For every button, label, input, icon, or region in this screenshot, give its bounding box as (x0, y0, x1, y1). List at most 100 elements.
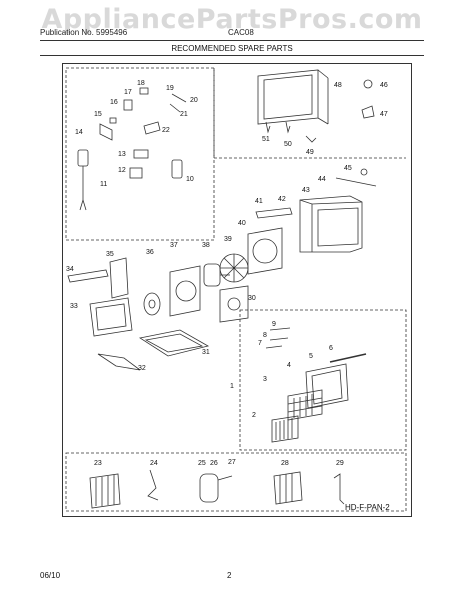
callout-6: 6 (329, 345, 333, 352)
callout-15: 15 (94, 111, 102, 118)
filter-frame-part (271, 415, 299, 443)
callout-26: 26 (210, 460, 218, 467)
header-rule (40, 40, 424, 41)
clip-part (265, 121, 271, 134)
callout-labels: 1 2 3 4 5 6 7 8 9 10 11 12 13 14 15 16 1… (66, 80, 388, 467)
page-number: 2 (227, 571, 232, 580)
front-panel-section-box (239, 309, 407, 451)
callout-13: 13 (118, 151, 126, 158)
sensor-wire-part (147, 469, 159, 501)
callout-14: 14 (75, 129, 83, 136)
callout-7: 7 (258, 340, 262, 347)
base-pan-part (138, 329, 210, 357)
callout-28: 28 (281, 460, 289, 467)
callout-12: 12 (118, 167, 126, 174)
callout-17: 17 (124, 89, 132, 96)
clip-part (285, 121, 291, 134)
air-filter-part (287, 389, 323, 421)
callout-32: 32 (138, 365, 146, 372)
fan-shroud-part (247, 227, 283, 275)
remote-part (171, 159, 183, 179)
cabinet-part (299, 195, 363, 253)
evaporator-part (219, 285, 249, 323)
fastener-part (360, 168, 368, 176)
callout-4: 4 (287, 362, 291, 369)
rail-part (335, 177, 377, 187)
side-rail-part (67, 269, 109, 283)
callout-50: 50 (284, 141, 292, 148)
callout-18: 18 (137, 80, 145, 87)
fan-motor-part (203, 263, 230, 287)
callout-20: 20 (190, 97, 198, 104)
knob-part (363, 79, 373, 89)
blower-pulley-part (143, 292, 161, 316)
publication-number: Publication No. 5995496 (40, 28, 128, 37)
callout-43: 43 (302, 187, 310, 194)
callout-49: 49 (306, 149, 314, 156)
model-number: CAC08 (228, 28, 254, 37)
callout-3: 3 (263, 376, 267, 383)
diagram-code: HD-F-PAN-2 (345, 503, 390, 512)
louver-part (361, 105, 375, 119)
clip-part (305, 135, 317, 143)
callout-51: 51 (262, 136, 270, 143)
callout-22: 22 (162, 127, 170, 134)
callout-21: 21 (180, 111, 188, 118)
screw-part (269, 337, 289, 341)
callout-5: 5 (309, 353, 313, 360)
header-rule-bottom (40, 55, 424, 56)
trim-strip-part (329, 353, 367, 363)
callout-44: 44 (318, 176, 326, 183)
callout-11: 11 (100, 181, 107, 188)
heat-exchanger-part (89, 473, 121, 509)
callout-46: 46 (380, 82, 388, 89)
callout-42: 42 (278, 196, 286, 203)
callout-37: 37 (170, 242, 178, 249)
capacitor-part (129, 167, 143, 179)
callout-30: 30 (248, 295, 256, 302)
callout-40: 40 (238, 220, 246, 227)
screw-part (265, 345, 283, 349)
front-grille-part (305, 363, 349, 409)
callout-27: 27 (228, 459, 236, 466)
blower-wheel-part (219, 253, 249, 283)
callout-31: 31 (202, 349, 210, 356)
footer-date: 06/10 (40, 571, 61, 580)
callout-34: 34 (66, 266, 74, 273)
condenser-part (273, 471, 303, 505)
callout-16: 16 (110, 99, 118, 106)
callout-35: 35 (106, 251, 114, 258)
callout-2: 2 (252, 412, 256, 419)
callout-19: 19 (166, 85, 174, 92)
grille-frame-part (257, 69, 329, 125)
switch-part (123, 99, 133, 111)
callout-29: 29 (336, 460, 344, 467)
section-title: RECOMMENDED SPARE PARTS (171, 44, 293, 53)
bracket-part (139, 87, 149, 95)
spare-parts-section-box (65, 452, 407, 512)
compressor-part (199, 473, 233, 503)
power-cord-part (77, 149, 89, 211)
drain-hose-part (333, 473, 345, 505)
inner-panel-part (89, 297, 133, 337)
side-bracket-part (109, 257, 129, 299)
rod-part (171, 93, 187, 103)
callout-1: 1 (230, 383, 234, 390)
control-box-part (99, 123, 113, 141)
callout-36: 36 (146, 249, 154, 256)
screw-part (109, 117, 117, 124)
watermark: AppliancePartsPros.com (41, 4, 423, 35)
board-part (143, 121, 161, 135)
scroll-housing-part (169, 265, 201, 317)
callout-38: 38 (202, 242, 210, 249)
callout-10: 10 (186, 176, 194, 183)
callout-24: 24 (150, 460, 158, 467)
callout-23: 23 (94, 460, 102, 467)
callout-39: 39 (224, 236, 232, 243)
callout-9: 9 (272, 321, 276, 328)
screw-part (269, 327, 291, 331)
top-cover-part (255, 207, 293, 219)
callout-47: 47 (380, 111, 388, 118)
callout-45: 45 (344, 165, 352, 172)
